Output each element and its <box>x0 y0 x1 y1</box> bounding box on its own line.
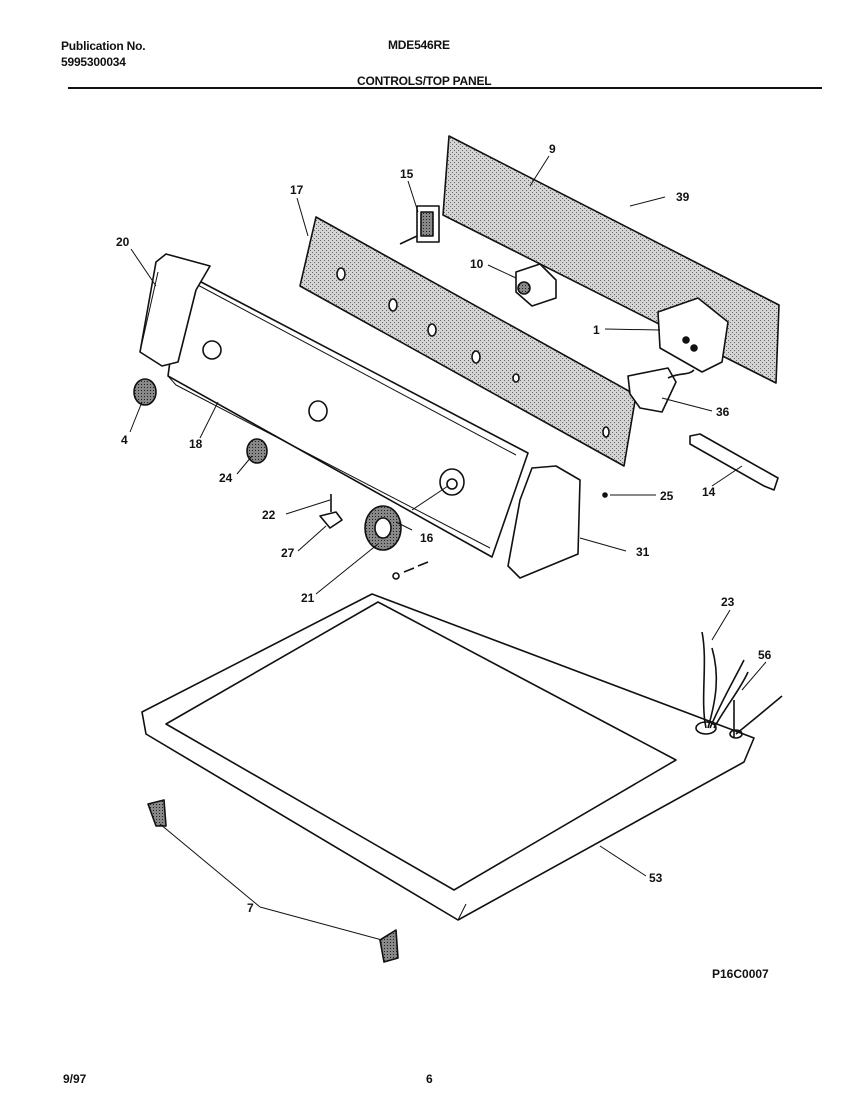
part-label-14: 14 <box>702 485 716 499</box>
control-bracket <box>299 216 637 467</box>
header-rule <box>68 87 822 89</box>
part-label-16: 16 <box>420 531 434 545</box>
part-label-9: 9 <box>549 142 556 156</box>
publication-label: Publication No. <box>61 39 146 53</box>
part-label-4: 4 <box>121 433 128 447</box>
part-label-22: 22 <box>262 508 276 522</box>
drawing-code: P16C0007 <box>712 967 769 981</box>
part-label-1: 1 <box>593 323 600 337</box>
terminal-block <box>657 297 729 373</box>
section-title: CONTROLS/TOP PANEL <box>357 74 492 88</box>
knob-24 <box>246 438 268 464</box>
right-end-cap <box>507 465 581 579</box>
part-label-31: 31 <box>636 545 650 559</box>
part-label-7: 7 <box>247 901 254 915</box>
knob-21 <box>364 505 402 551</box>
part-label-56: 56 <box>758 648 772 662</box>
bracket-14 <box>689 433 779 491</box>
part-label-23: 23 <box>721 595 735 609</box>
part-label-39: 39 <box>676 190 690 204</box>
wiring-harness <box>701 631 749 729</box>
switch-part <box>515 263 557 307</box>
leveling-foot-rear <box>379 929 399 963</box>
part-label-25: 25 <box>660 489 674 503</box>
part-label-10: 10 <box>470 257 484 271</box>
part-label-15: 15 <box>400 167 414 181</box>
part-label-17: 17 <box>290 183 304 197</box>
part-label-20: 20 <box>116 235 130 249</box>
leveling-foot-front <box>147 799 167 827</box>
part-label-53: 53 <box>649 871 663 885</box>
part-label-27: 27 <box>281 546 295 560</box>
model-number: MDE546RE <box>388 38 450 52</box>
top-panel <box>141 561 755 921</box>
cord-56 <box>733 695 783 738</box>
part-label-36: 36 <box>716 405 730 419</box>
bracket-36 <box>627 367 695 413</box>
timer-part <box>399 205 440 245</box>
publication-number: 5995300034 <box>61 55 126 69</box>
leader-lines <box>129 155 767 941</box>
part-label-18: 18 <box>189 437 203 451</box>
clip-27 <box>319 511 343 529</box>
knob-4 <box>133 378 157 406</box>
footer-date: 9/97 <box>63 1072 87 1086</box>
footer-page-number: 6 <box>426 1072 433 1086</box>
part-label-24: 24 <box>219 471 233 485</box>
part-label-21: 21 <box>301 591 315 605</box>
screw-25 <box>602 492 608 498</box>
